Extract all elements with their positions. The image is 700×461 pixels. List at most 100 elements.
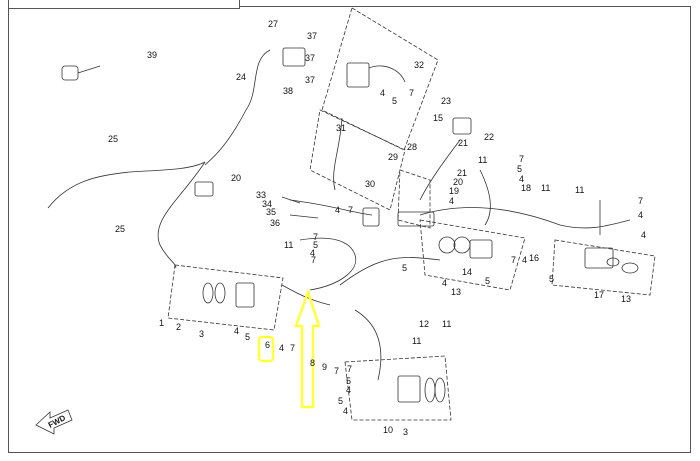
callout-c21a: 21 [458, 138, 468, 148]
callout-c6: 6 [265, 340, 270, 350]
pad-13a [621, 262, 639, 274]
callout-c4l: 4 [346, 385, 351, 395]
callout-c20: 20 [231, 173, 241, 183]
pad-3 [214, 282, 226, 304]
right-caliper-group-box [551, 239, 656, 296]
callout-c4m: 4 [343, 406, 348, 416]
highlight-arrow-icon [294, 288, 321, 409]
callout-c25a: 25 [108, 134, 118, 144]
callout-c21b: 21 [457, 168, 467, 178]
part-39 [61, 65, 79, 81]
callout-c19: 19 [449, 186, 459, 196]
brake-line-mid [339, 257, 441, 286]
callout-c34: 34 [262, 199, 272, 209]
caliper-left [235, 282, 255, 308]
pad-lower-b [434, 377, 446, 403]
callout-c13a: 13 [621, 294, 631, 304]
callout-c7c: 7 [638, 196, 643, 206]
callout-c16: 16 [529, 253, 539, 263]
callout-c5d: 5 [549, 274, 554, 284]
callout-c37a: 37 [307, 31, 317, 41]
valve-block [397, 211, 435, 227]
part-39-stem [77, 65, 101, 74]
title-block [8, 0, 240, 9]
callout-c25b: 25 [115, 224, 125, 234]
callout-c13b: 13 [451, 287, 461, 297]
callout-c39: 39 [147, 50, 157, 60]
callout-c4k: 4 [279, 343, 284, 353]
brake-line-18 [479, 169, 491, 226]
callout-c7b: 7 [519, 154, 524, 164]
callout-c4c: 4 [519, 174, 524, 184]
lower-caliper-group-box [344, 355, 452, 421]
left-caliper-group-box [167, 264, 284, 331]
hose-group-box [309, 109, 406, 211]
callout-c5g: 5 [245, 332, 250, 342]
brake-line-28 [419, 139, 461, 201]
brake-line-11 [299, 237, 357, 291]
brake-cable-lower [157, 161, 206, 269]
callout-c11e: 11 [442, 319, 451, 329]
callout-c20b: 20 [453, 177, 463, 187]
callout-c4a: 4 [380, 88, 385, 98]
callout-c7i: 7 [334, 366, 339, 376]
callout-c30: 30 [365, 179, 375, 189]
callout-c3b: 3 [403, 427, 408, 437]
callout-c4j: 4 [234, 326, 239, 336]
callout-c31: 31 [336, 123, 346, 133]
fwd-arrow-icon [35, 409, 73, 435]
callout-c27: 27 [268, 19, 278, 29]
junction-20 [194, 181, 214, 197]
callout-c5b: 5 [517, 164, 522, 174]
callout-c17: 17 [594, 290, 604, 300]
caliper-lower [397, 375, 421, 403]
callout-c29: 29 [388, 152, 398, 162]
callout-c22: 22 [484, 132, 494, 142]
callout-c8: 8 [310, 358, 315, 368]
brake-line-31 [333, 117, 343, 191]
callout-c33: 33 [256, 190, 266, 200]
callout-c28: 28 [407, 142, 417, 152]
callout-c5f: 5 [402, 263, 407, 273]
callout-c35: 35 [266, 207, 276, 217]
callout-c4d: 4 [638, 210, 643, 220]
disc-right-rear [453, 236, 471, 254]
callout-c4i: 4 [522, 255, 527, 265]
brake-line-right [419, 207, 631, 229]
callout-c11f: 11 [412, 336, 421, 346]
caliper-14 [469, 239, 493, 259]
callout-c5e: 5 [485, 276, 490, 286]
callout-c11b: 11 [541, 183, 550, 193]
part-30 [362, 207, 380, 227]
callout-c10: 10 [383, 425, 393, 435]
brake-cable-24 [204, 49, 271, 166]
callout-c24: 24 [236, 72, 246, 82]
callout-c7g: 7 [511, 255, 516, 265]
master-cylinder-27 [282, 47, 306, 67]
banjo-35 [289, 214, 319, 219]
callout-c4e: 4 [641, 230, 646, 240]
callout-c37c: 37 [305, 75, 315, 85]
callout-c5h: 5 [346, 376, 351, 386]
valve-group-box [397, 169, 431, 229]
callout-c2: 2 [176, 322, 181, 332]
master-cylinder-group-box [321, 7, 439, 151]
lever-32 [368, 65, 406, 83]
callout-c14: 14 [462, 267, 472, 277]
pad-2 [202, 282, 214, 304]
rear-caliper-group-box [419, 219, 526, 291]
callout-c9: 9 [322, 362, 327, 372]
callout-c5i: 5 [338, 396, 343, 406]
callout-c15: 15 [433, 113, 443, 123]
callout-c32: 32 [414, 60, 424, 70]
reservoir-15 [452, 117, 472, 135]
callout-c5c: 5 [313, 240, 318, 250]
brake-cable-left [47, 161, 206, 209]
pad-lower-a [424, 377, 436, 403]
banjo-33 [281, 196, 301, 204]
callout-c36: 36 [270, 218, 280, 228]
callout-c1: 1 [159, 318, 164, 328]
callout-c18: 18 [521, 183, 531, 193]
